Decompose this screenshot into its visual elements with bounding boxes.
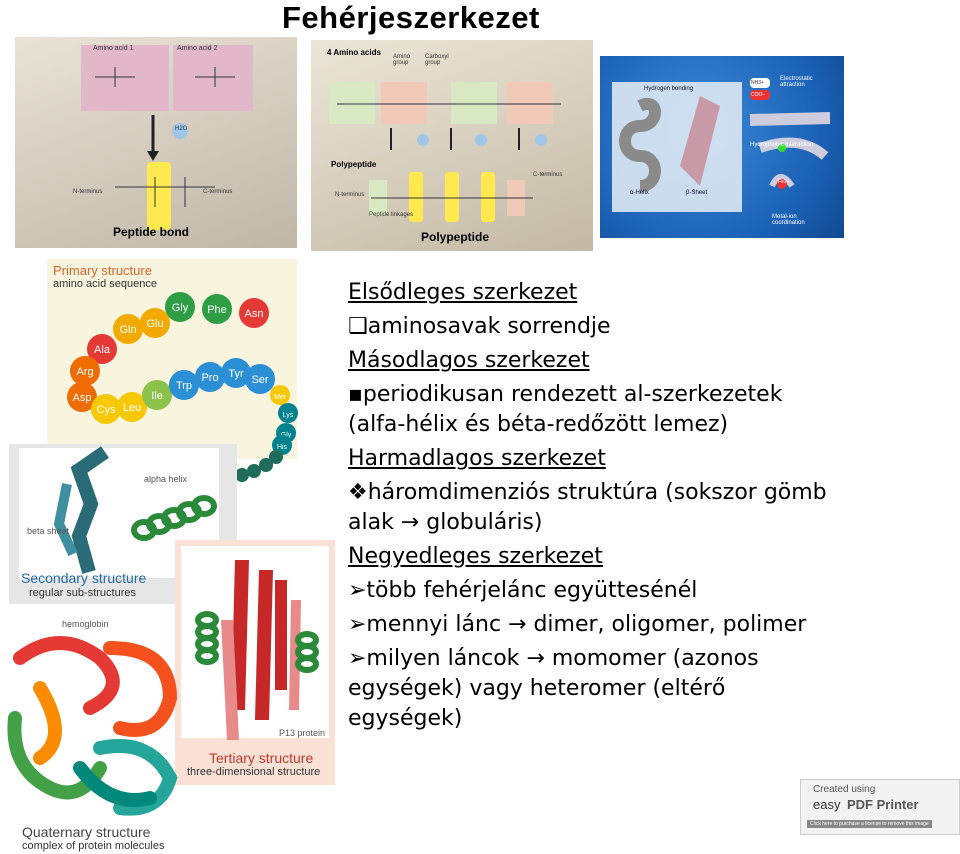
beta-sheet-label: β-Sheet	[686, 190, 707, 196]
hydrogen-bonding-label: Hydrogen bonding	[644, 86, 693, 92]
quaternary-structure-figure: hemoglobin Quaternary structure complex …	[0, 618, 195, 854]
amino-group-label: Amino group	[393, 54, 423, 66]
watermark-brand-easy: easy	[813, 797, 840, 812]
interactions-figure: Hydrogen bonding Electrostatic attractio…	[600, 56, 844, 238]
residue-bead-tail	[235, 468, 249, 482]
tertiary-diagram	[175, 540, 335, 785]
heading-primary: Elsődleges szerkezet	[348, 278, 577, 308]
four-amino-acids-label: 4 Amino acids	[327, 48, 381, 57]
secondary-line-1: ▪periodikusan rendezett al-szerkezetek	[348, 380, 782, 410]
poly-n-terminus-label: N-terminus	[335, 192, 364, 198]
hydrophobic-label: Hydrophobic interaction	[750, 142, 813, 148]
amino-acid-1-label: Amino acid 1	[93, 45, 133, 52]
polypeptide-figure: 4 Amino acids Amino group Carboxyl group…	[311, 40, 593, 251]
peptide-bond-caption: Peptide bond	[113, 225, 189, 239]
tertiary-line-2: alak → globuláris)	[348, 508, 542, 538]
tertiary-structure-figure: P13 protein Tertiary structure three-dim…	[175, 540, 335, 785]
residue-label: Lys	[283, 412, 294, 419]
residue-bead-tail	[247, 464, 261, 478]
quaternary-diagram	[0, 618, 195, 828]
residue-label: Arg	[76, 366, 93, 378]
polypeptide-caption: Polypeptide	[421, 230, 489, 244]
residue-label: His	[277, 444, 288, 451]
primary-title: Primary structure	[53, 263, 152, 278]
peptide-bond-diagram	[15, 37, 297, 248]
page-title: Fehérjeszerkezet	[282, 0, 540, 36]
residue-label: Trp	[176, 380, 192, 392]
watermark-created-label: Created using	[813, 784, 875, 795]
c-terminus-label: C-terminus	[203, 189, 232, 195]
residue-label: Leu	[123, 402, 141, 414]
hemoglobin-label: hemoglobin	[62, 619, 109, 629]
watermark-brand-pdf: PDF Printer	[847, 797, 919, 812]
quaternary-line-2: ➢mennyi lánc → dimer, oligomer, polimer	[348, 610, 806, 640]
coo-label: COO−	[751, 92, 765, 98]
residue-label: Ala	[94, 344, 111, 356]
alpha-helix-caption: alpha helix	[144, 474, 187, 484]
polypeptide-diagram	[311, 40, 593, 251]
electrostatic-label: Electrostatic attraction	[780, 76, 834, 88]
heading-tertiary: Harmadlagos szerkezet	[348, 444, 606, 474]
quaternary-title: Quaternary structure	[22, 824, 150, 840]
alpha-helix-label: α-Helix	[630, 190, 649, 196]
secondary-line-2: (alfa-hélix és béta-redőzött lemez)	[348, 410, 728, 440]
residue-label: Cys	[97, 404, 116, 416]
peptide-linkages-label: Peptide linkages	[369, 212, 413, 218]
primary-line: ❑aminosavak sorrendje	[348, 312, 611, 342]
residue-label: Pro	[201, 372, 218, 384]
residue-label: Gly	[172, 302, 189, 314]
tertiary-line-1: ❖háromdimenziós struktúra (sokszor gömb	[348, 478, 827, 508]
residue-label: Tyr	[228, 368, 244, 380]
heading-quaternary: Negyedleges szerkezet	[348, 542, 603, 572]
watermark-purchase-link[interactable]: Click here to purchase a license to remo…	[807, 820, 932, 828]
nh3-label: NH3+	[751, 80, 764, 86]
quaternary-subtitle: complex of protein molecules	[22, 840, 164, 852]
easypdf-watermark[interactable]: Created using easy PDF Printer Click her…	[800, 779, 960, 835]
residue-label: Phe	[207, 304, 227, 316]
secondary-title: Secondary structure	[21, 570, 146, 586]
metal-ion-label: Metal-ion coordination	[772, 214, 812, 226]
residue-label: Ile	[151, 390, 163, 402]
tertiary-subtitle: three-dimensional structure	[187, 766, 320, 778]
residue-label: Met	[274, 394, 286, 401]
residue-label: Asp	[73, 392, 92, 404]
carboxyl-group-label: Carboxyl group	[425, 54, 459, 66]
tertiary-title: Tertiary structure	[209, 750, 313, 766]
peptide-bond-figure: Amino acid 1 Amino acid 2 H2O N-terminus…	[15, 37, 297, 248]
poly-c-terminus-label: C-terminus	[533, 172, 562, 178]
polypeptide-inner-label: Polypeptide	[331, 160, 376, 169]
p13-protein-label: P13 protein	[279, 728, 325, 738]
quaternary-line-1: ➢több fehérjelánc együttesénél	[348, 576, 697, 606]
residue-label: Ser	[251, 374, 268, 386]
heading-secondary: Másodlagos szerkezet	[348, 346, 590, 376]
residue-label: Gln	[119, 324, 136, 336]
quaternary-line-5: egységek)	[348, 704, 462, 734]
secondary-subtitle: regular sub-structures	[29, 587, 136, 599]
residue-bead-tail	[259, 458, 273, 472]
quaternary-line-3: ➢milyen láncok → momomer (azonos	[348, 644, 759, 674]
amino-acid-2-label: Amino acid 2	[177, 45, 217, 52]
n-terminus-label: N-terminus	[73, 189, 102, 195]
fe-label: Fe2+	[778, 179, 790, 185]
water-label: H2O	[175, 126, 187, 132]
residue-label: Glu	[146, 318, 163, 330]
residue-label: Asn	[245, 308, 264, 320]
beta-sheet-caption: beta sheet	[27, 526, 69, 536]
quaternary-line-4: egységek) vagy heteromer (eltérő	[348, 674, 725, 704]
